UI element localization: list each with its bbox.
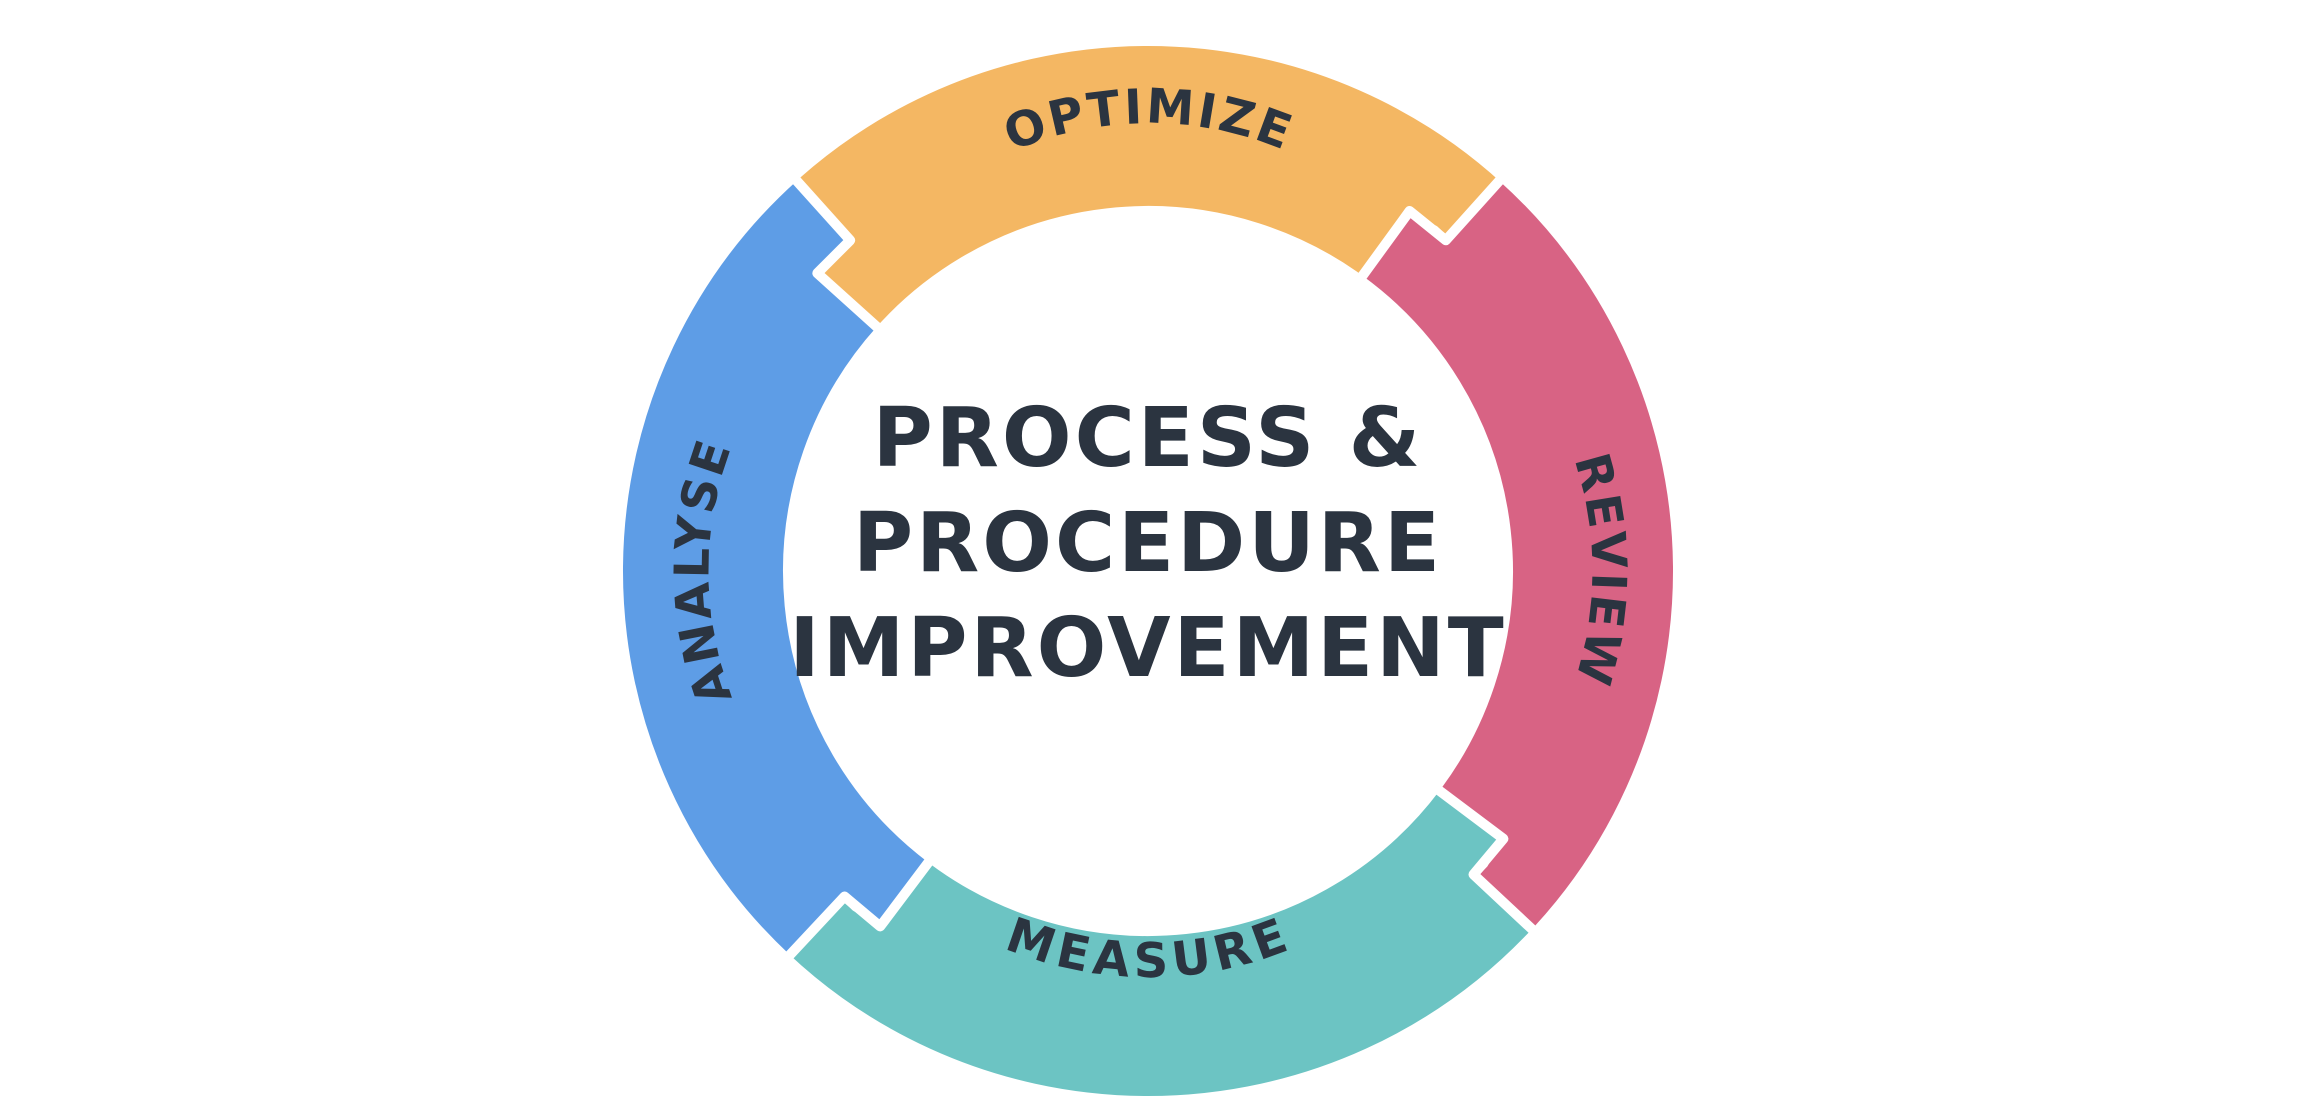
segment-analyse — [613, 172, 937, 964]
cycle-segments — [613, 35, 1683, 1098]
center-title-line-2: PROCEDURE — [853, 496, 1443, 591]
center-title: PROCESS & PROCEDURE IMPROVEMENT — [789, 391, 1507, 696]
center-title-line-1: PROCESS & — [873, 391, 1424, 486]
center-title-line-3: IMPROVEMENT — [789, 601, 1507, 696]
